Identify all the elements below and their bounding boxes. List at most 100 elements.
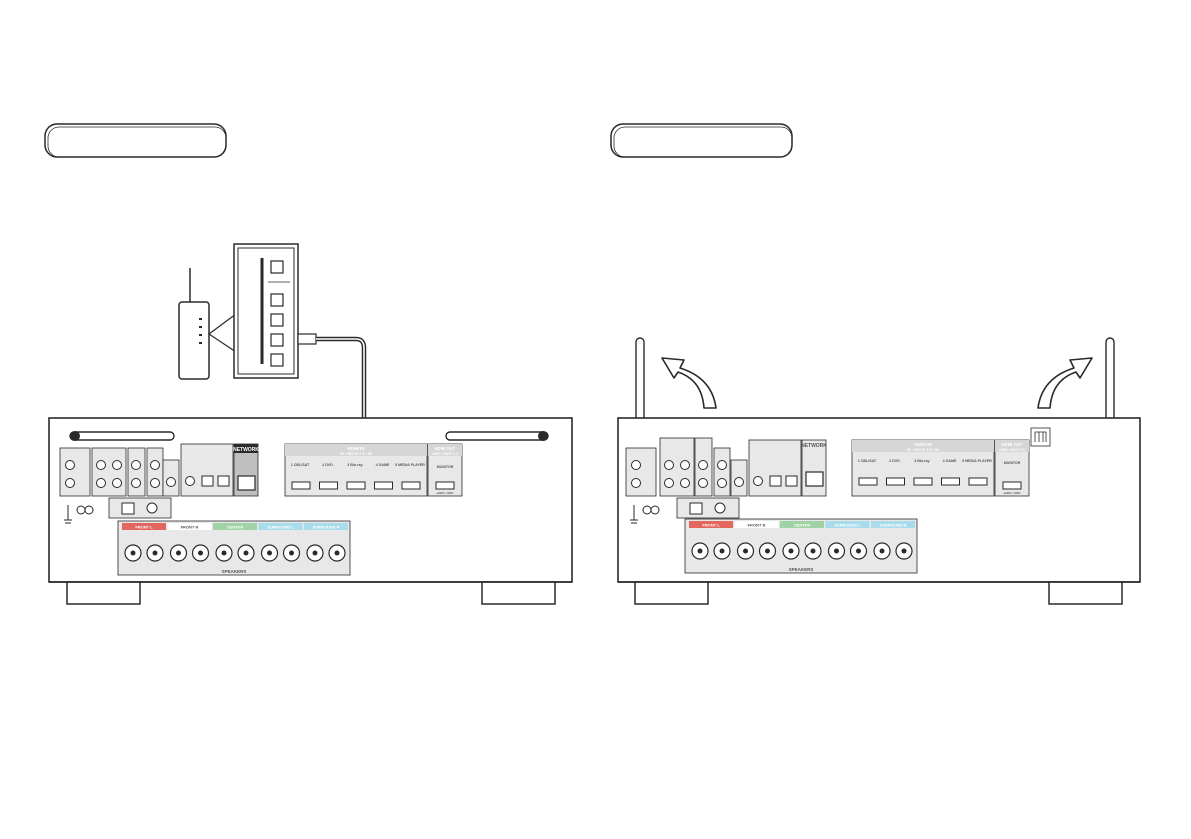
speaker-group-label: FRONT R — [181, 525, 199, 530]
speaker-group-band — [258, 523, 303, 530]
speaker-group-label: SURROUND L — [834, 523, 861, 528]
speaker-group-label: SURROUND L — [267, 525, 294, 530]
network-port: NETWORK — [233, 443, 259, 497]
hdmi-input-port — [319, 481, 338, 490]
optical-coax-jacks — [108, 497, 172, 519]
optical-coax-jacks — [676, 497, 740, 519]
network-port: NETWORK — [801, 439, 827, 497]
speakers-label: SPEAKERS — [789, 567, 814, 572]
speaker-group-label: CENTER — [794, 523, 811, 528]
speaker-binding-post-core — [810, 548, 816, 554]
hdmi-in-label: HDMI IN — [914, 442, 931, 447]
hdmi-input-label: 3 Blu-ray — [347, 463, 362, 467]
speaker-binding-post-core — [152, 550, 158, 556]
analog-input-jacks — [59, 447, 180, 497]
speaker-binding-post-core — [901, 548, 907, 554]
speaker-group-band — [780, 521, 824, 528]
ground-terminal — [630, 505, 660, 524]
receiver-foot-right — [1048, 581, 1123, 605]
antenna-icon — [69, 431, 549, 441]
hdmi-input-label: 1 CBL/SAT — [291, 463, 310, 467]
hdmi-input-label: 4 GAME — [943, 459, 957, 463]
speaker-group-band — [689, 521, 733, 528]
hdmi-output-block: HDMI OUT eARC / HDCP 2.3 MONITOR eARC / … — [427, 443, 463, 497]
speaker-binding-post-core — [697, 548, 703, 554]
speaker-group-label: CENTER — [227, 525, 244, 530]
speaker-group-band — [167, 523, 212, 530]
hdmi-input-label: 2 DVD — [889, 459, 900, 463]
hdmi-out-label: HDMI OUT — [1002, 442, 1023, 447]
hdmi-input-port — [968, 477, 988, 486]
speaker-binding-post-core — [312, 550, 318, 556]
wireless-panel: NETWORK HDMI IN 4K / HDCP 2.3 / 8K 1 CBL… — [610, 123, 1141, 605]
speaker-group-label: SURROUND R — [312, 525, 339, 530]
hdmi-input-port — [886, 477, 905, 486]
hdmi-input-port — [913, 477, 933, 486]
speaker-binding-post-core — [243, 550, 249, 556]
hdmi-in-sub: 4K / HDCP 2.3 / 8K — [339, 452, 372, 456]
router-icon — [178, 268, 237, 380]
speaker-binding-post-core — [743, 548, 748, 554]
speaker-group-band — [122, 523, 166, 530]
speaker-binding-post-core — [289, 550, 294, 556]
hdmi-input-port — [346, 481, 366, 490]
speaker-group-band — [734, 521, 779, 528]
receiver-foot-left — [634, 581, 709, 605]
speaker-binding-post-core — [130, 550, 136, 556]
speaker-binding-post-core — [765, 548, 770, 554]
speaker-binding-post-core — [788, 548, 794, 554]
hdmi-in-label: HDMI IN — [347, 446, 364, 451]
hdmi-input-block: HDMI IN 4K / HDCP 2.3 / 8K 1 CBL/SAT 2 DV… — [284, 443, 428, 497]
hdmi-input-label: 2 DVD — [322, 463, 333, 467]
hdmi-input-label: 5 MEDIA PLAYER — [962, 459, 992, 463]
speakers-label: SPEAKERS — [222, 569, 247, 574]
compliance-mark — [1030, 427, 1051, 447]
speaker-binding-post-core — [267, 550, 272, 556]
hdmi-input-port — [374, 481, 393, 490]
hdmi-out-sub: eARC / HDCP 2.3 — [432, 452, 458, 456]
speaker-group-band — [871, 521, 915, 528]
speaker-terminals: FRONT L FRONT R CENTER SURROUND L SURROUND R… — [117, 520, 351, 576]
receiver-rear-panel: NETWORK HDMI IN 4K / HDCP 2.3 / 8K 1 CBL… — [48, 417, 573, 605]
wired-panel: NETWORK HDMI IN 4K / HDCP 2.3 / 8K 1 CBL… — [44, 123, 573, 605]
wireless-label-box — [610, 123, 793, 158]
hdmi-input-label: 3 Blu-ray — [914, 459, 929, 463]
hdmi-in-sub: 4K / HDCP 2.3 / 8K — [906, 448, 939, 452]
speaker-group-label: FRONT L — [135, 525, 153, 530]
network-hub-icon — [233, 243, 299, 379]
speaker-binding-post-core — [879, 548, 885, 554]
wired-label-box — [44, 123, 227, 158]
ground-terminal — [64, 505, 94, 524]
hdmi-input-port — [291, 481, 311, 490]
network-port-label: NETWORK — [233, 447, 259, 453]
hdmi-input-port — [858, 477, 878, 486]
speaker-group-label: FRONT R — [748, 523, 766, 528]
speaker-binding-post-core — [176, 550, 181, 556]
speaker-binding-post-core — [198, 550, 203, 556]
network-port-label: NETWORK — [801, 443, 827, 449]
hdmi-input-port — [401, 481, 421, 490]
monitor-label: MONITOR — [437, 465, 454, 469]
digital-audio-jacks — [748, 439, 802, 497]
hdmi-input-label: 4 GAME — [376, 463, 390, 467]
speaker-binding-post-core — [221, 550, 227, 556]
receiver-foot-right — [481, 581, 556, 605]
arc-label: eARC / ARC — [436, 491, 454, 495]
hdmi-input-block: HDMI IN 4K / HDCP 2.3 / 8K 1 CBL/SAT 2 DV… — [851, 439, 995, 497]
hdmi-input-label: 1 CBL/SAT — [858, 459, 877, 463]
speaker-group-band — [304, 523, 348, 530]
arc-label: eARC / ARC — [1003, 491, 1021, 495]
speaker-binding-post-core — [856, 548, 861, 554]
speaker-group-band — [825, 521, 870, 528]
hdmi-input-label: 5 MEDIA PLAYER — [395, 463, 425, 467]
monitor-label: MONITOR — [1004, 461, 1021, 465]
speaker-binding-post-core — [334, 550, 340, 556]
rotate-arrow-icon — [661, 357, 1093, 409]
receiver-rear-panel: NETWORK HDMI IN 4K / HDCP 2.3 / 8K 1 CBL… — [617, 417, 1141, 605]
speaker-group-band — [213, 523, 257, 530]
hdmi-out-sub: eARC / HDCP 2.3 — [999, 448, 1025, 452]
hdmi-output-block: HDMI OUT eARC / HDCP 2.3 MONITOR eARC / … — [994, 439, 1030, 497]
hdmi-input-port — [941, 477, 960, 486]
